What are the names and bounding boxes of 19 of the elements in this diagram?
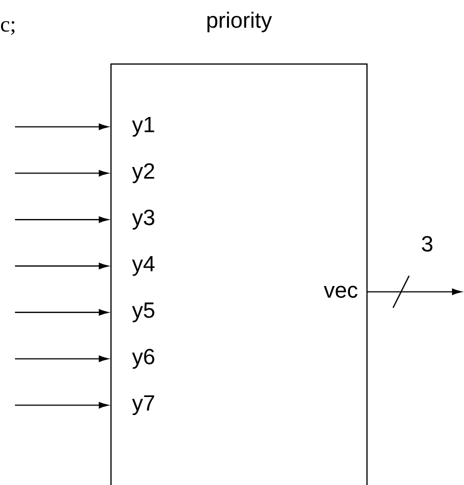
text-fragment: c; xyxy=(1,21,14,35)
block-title: priority xyxy=(207,12,272,32)
arrow xyxy=(15,216,108,223)
port-label: y7 xyxy=(132,395,154,416)
port-label: y6 xyxy=(132,348,154,369)
arrow xyxy=(367,288,462,295)
edge-label: 3 xyxy=(422,236,432,252)
port-label: y1 xyxy=(132,116,154,137)
port-label: y2 xyxy=(132,163,154,184)
arrow xyxy=(15,309,108,316)
port-label: y5 xyxy=(132,302,154,322)
port-label: vec xyxy=(324,286,358,298)
port-label: y4 xyxy=(132,256,155,276)
arrow xyxy=(15,124,108,130)
arrow xyxy=(15,170,108,176)
arrow xyxy=(15,262,108,270)
port-label: y3 xyxy=(132,210,154,230)
arrow xyxy=(15,402,108,408)
arrow xyxy=(15,356,108,362)
